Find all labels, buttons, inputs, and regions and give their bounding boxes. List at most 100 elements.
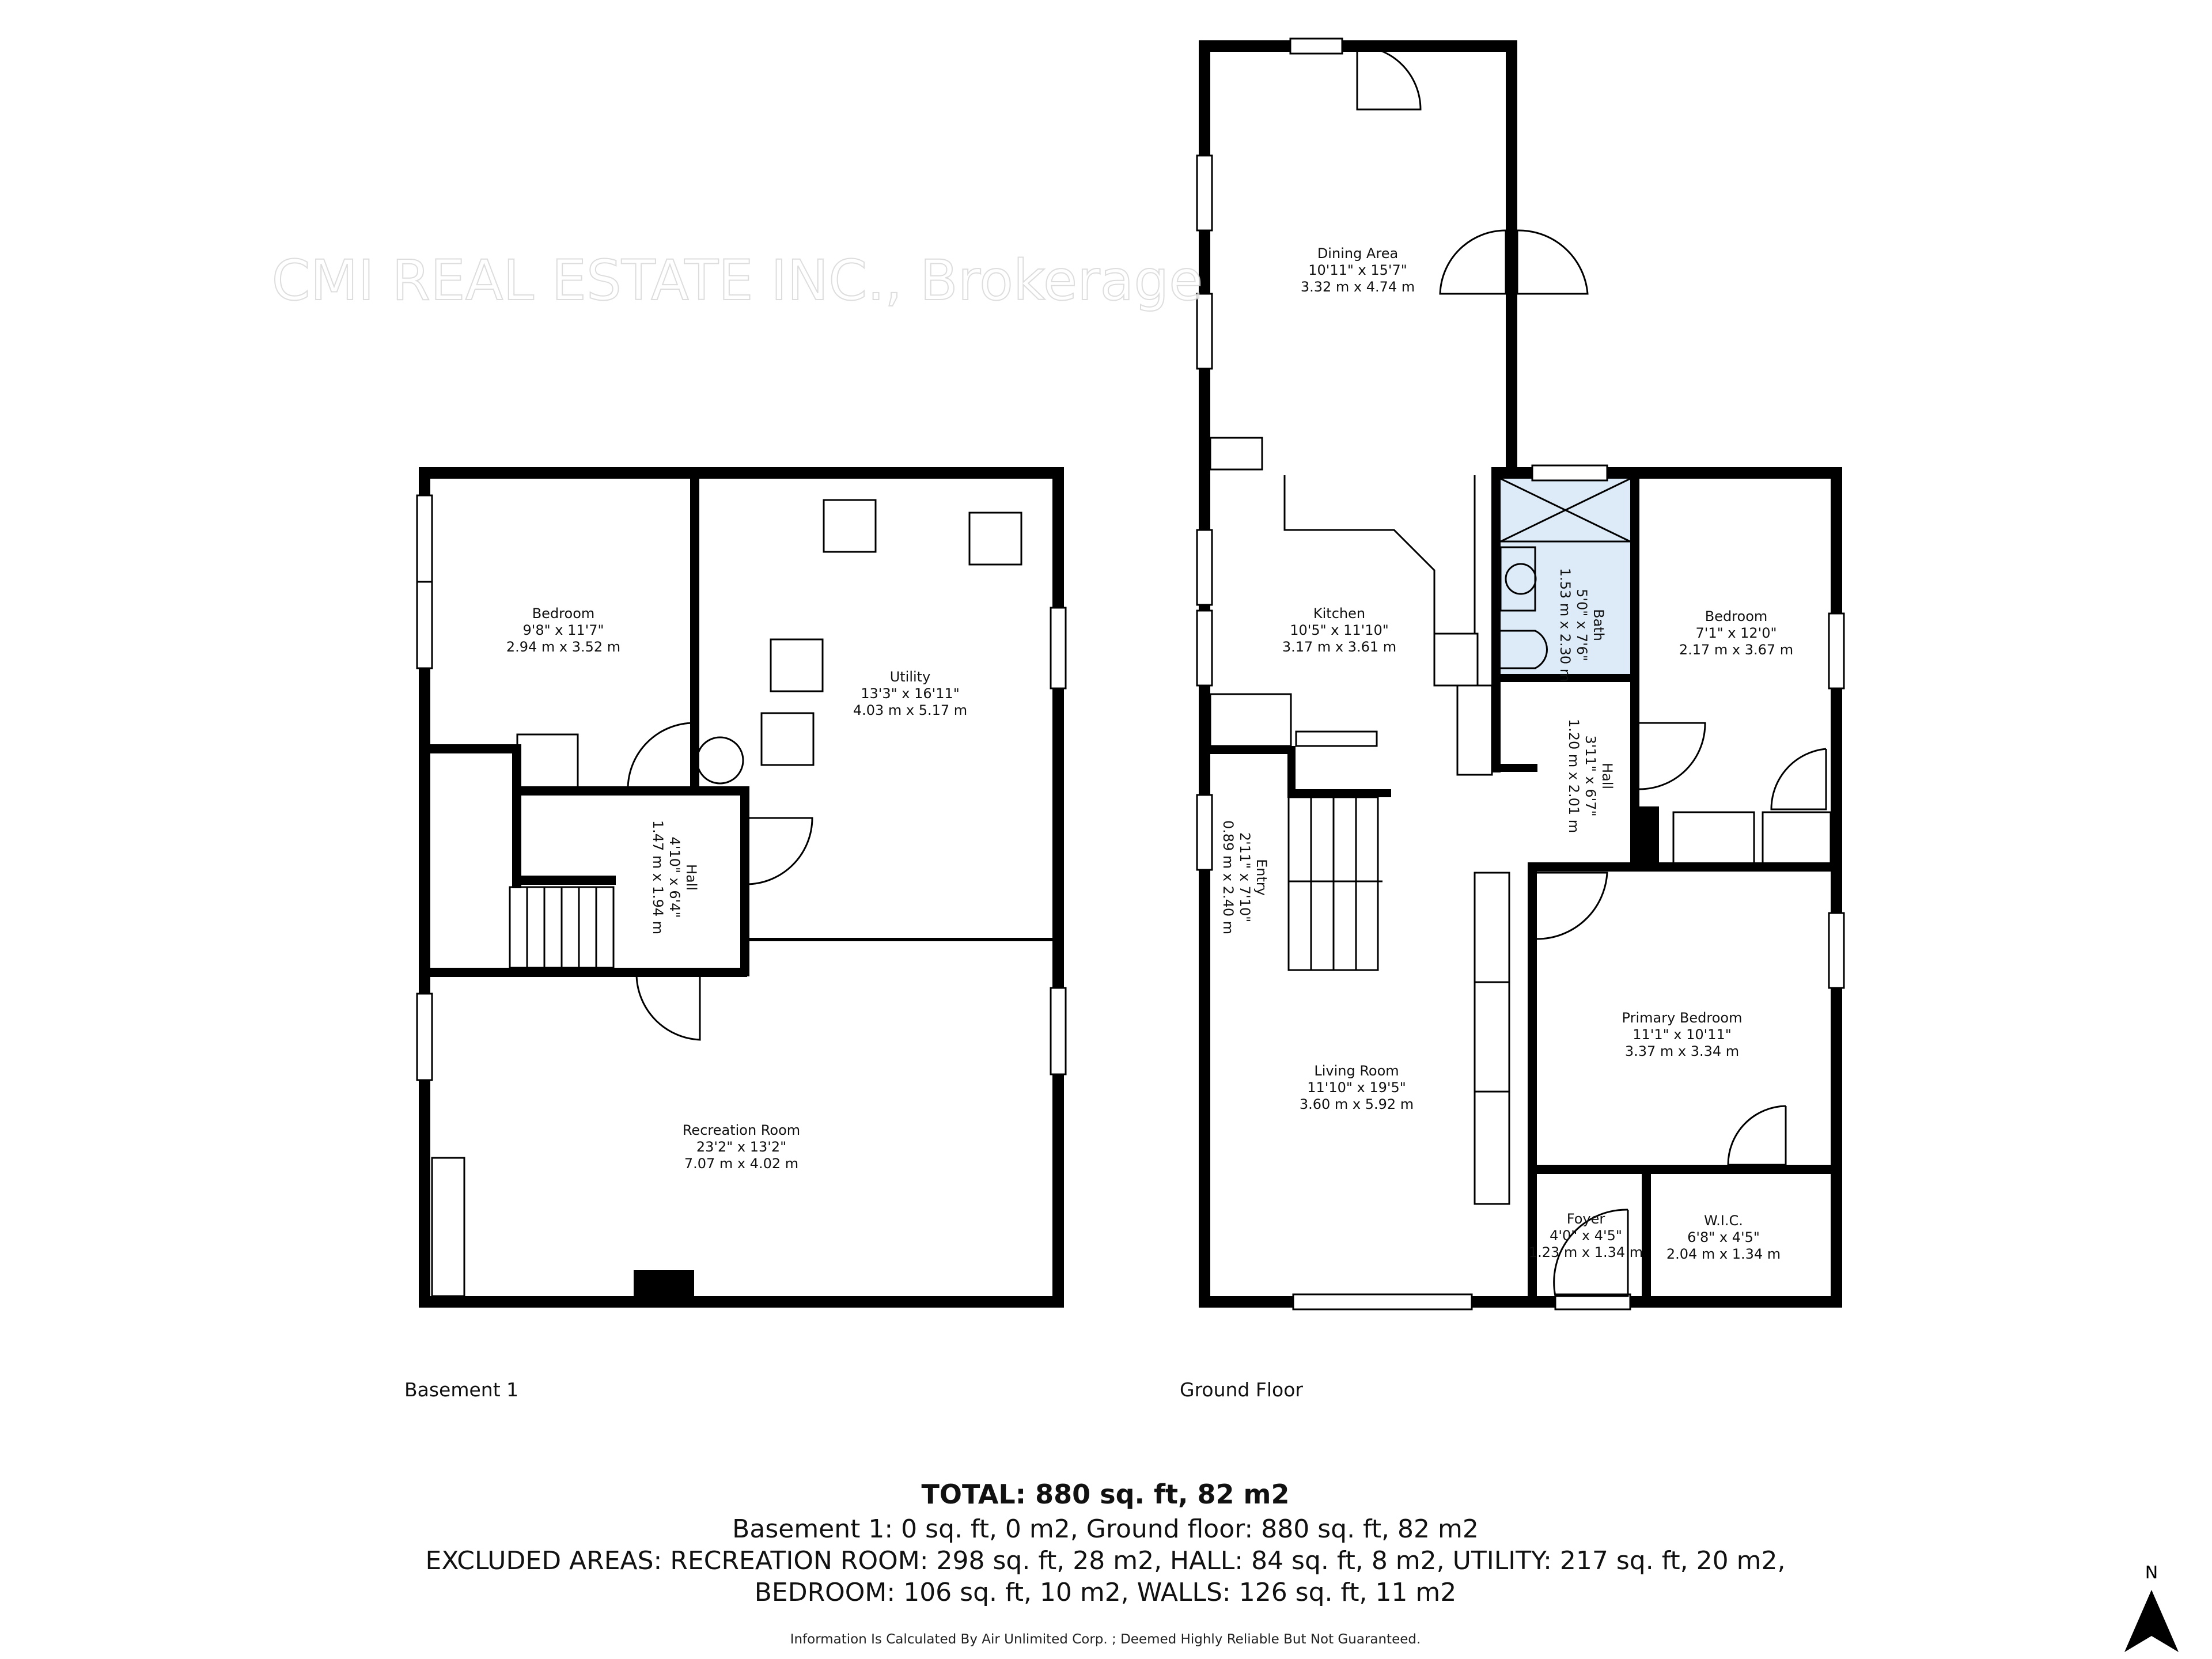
room-dimensions-imperial: 5'0" x 7'6" (1574, 589, 1590, 661)
room-dimensions-imperial: 11'10" x 19'5" (1307, 1080, 1406, 1096)
north-label: N (2145, 1563, 2158, 1583)
ground-wall (1287, 789, 1391, 797)
room-dimensions-imperial: 4'0" x 4'5" (1550, 1228, 1622, 1244)
stove (1433, 632, 1479, 687)
room-name: Living Room (1314, 1063, 1399, 1079)
basement-chimney (634, 1270, 694, 1298)
utility-fixture (770, 638, 824, 692)
recreation-fixture (431, 1157, 465, 1297)
closet (1672, 811, 1755, 865)
excluded-areas: EXCLUDED AREAS: RECREATION ROOM: 298 sq.… (426, 1546, 1786, 1575)
room-name: Kitchen (1313, 605, 1365, 622)
north-arrow: N (2124, 1563, 2179, 1652)
window (416, 993, 433, 1081)
ground-wall-right (1831, 467, 1842, 1308)
window (1196, 794, 1213, 871)
shower (1500, 478, 1631, 543)
laundry-sink (760, 712, 815, 766)
ground-wall (1630, 467, 1639, 870)
ground-floor-label: Ground Floor (1180, 1378, 1303, 1401)
ground-wall (1636, 806, 1659, 870)
double-door (1439, 229, 1589, 295)
ground-floor-plan: Dining Area 10'11" x 15'7" 3.32 m x 4.74… (1196, 37, 1845, 1310)
door (1727, 1105, 1787, 1166)
room-dimensions-metric: 3.32 m x 4.74 m (1301, 279, 1415, 295)
water-heater (696, 736, 744, 785)
closet (1762, 811, 1832, 865)
front-door (1553, 1209, 1629, 1297)
ground-wall (1199, 40, 1513, 52)
room-name: Dining Area (1317, 245, 1398, 262)
room-name: Bedroom (1705, 608, 1768, 624)
door (627, 722, 695, 790)
window (1050, 987, 1067, 1075)
ground-stairs (1287, 730, 1382, 971)
basement-wall-bottom (419, 1296, 1064, 1308)
basement-wall-left (419, 467, 430, 1308)
room-dimensions-metric: 1.23 m x 1.34 m (1529, 1244, 1643, 1260)
north-arrow-icon (2124, 1590, 2179, 1652)
room-dimensions-metric: 3.37 m x 3.34 m (1625, 1043, 1739, 1059)
room-dimensions-imperial: 13'3" x 16'11" (861, 685, 960, 702)
ground-wall (1528, 862, 1537, 1308)
basement-wall-top (419, 467, 1064, 479)
room-name: Bedroom (532, 605, 595, 622)
room-dimensions-metric: 3.17 m x 3.61 m (1282, 639, 1396, 655)
basement-wall (690, 467, 699, 790)
room-dimensions-imperial: 6'8" x 4'5" (1687, 1229, 1760, 1245)
room-name: Entry (1253, 859, 1270, 896)
room-dimensions-imperial: 10'5" x 11'10" (1290, 622, 1389, 638)
basement-wall (747, 938, 1064, 941)
basement-stairs (509, 886, 615, 969)
ground-wall (1287, 746, 1296, 798)
window (1050, 607, 1067, 690)
window (1828, 912, 1845, 989)
door (1770, 748, 1827, 810)
room-dimensions-imperial: 23'2" x 13'2" (696, 1139, 786, 1155)
ground-wall (1506, 40, 1517, 478)
floor-areas: Basement 1: 0 sq. ft, 0 m2, Ground floor… (732, 1514, 1479, 1544)
living-fixture (1474, 1090, 1510, 1205)
door (745, 817, 813, 885)
ground-wall (1491, 674, 1635, 682)
basement-fixture (516, 733, 579, 790)
room-name: Foyer (1567, 1211, 1605, 1227)
ground-wall (1528, 1165, 1842, 1174)
ground-wall (1642, 1165, 1651, 1308)
room-dimensions-imperial: 10'11" x 15'7" (1308, 262, 1407, 278)
window (1828, 612, 1845, 690)
room-dimensions-imperial: 7'1" x 12'0" (1695, 625, 1777, 641)
window (416, 494, 433, 583)
room-name: Bath (1590, 609, 1607, 641)
room-dimensions-metric: 7.07 m x 4.02 m (684, 1156, 798, 1172)
window (416, 581, 433, 669)
ground-wall (1491, 764, 1537, 772)
room-dimensions-imperial: 11'1" x 10'11" (1633, 1027, 1732, 1043)
window (1196, 293, 1213, 370)
door (1639, 722, 1706, 790)
basement-floor-label: Basement 1 (404, 1378, 518, 1401)
kitchen-fixture (1209, 437, 1263, 471)
ground-wall (1491, 467, 1501, 772)
room-dimensions-metric: 1.47 m x 1.94 m (650, 820, 666, 934)
room-dimensions-metric: 2.94 m x 3.52 m (506, 639, 620, 655)
watermark: CMI REAL ESTATE INC., Brokerage (272, 248, 1203, 313)
total-area: TOTAL: 880 sq. ft, 82 m2 (922, 1479, 1290, 1510)
room-dimensions-metric: 4.03 m x 5.17 m (853, 702, 967, 718)
basement-wall (740, 786, 749, 976)
room-name: Primary Bedroom (1622, 1010, 1743, 1026)
bath-floor (1501, 479, 1630, 674)
basement-wall (419, 968, 747, 977)
room-name: Utility (890, 669, 931, 685)
room-dimensions-metric: 0.89 m x 2.40 m (1220, 820, 1236, 934)
room-dimensions-metric: 2.17 m x 3.67 m (1679, 642, 1793, 658)
room-dimensions-imperial: 4'10" x 6'4" (666, 836, 683, 918)
room-name: Recreation Room (683, 1122, 800, 1138)
window (1196, 154, 1213, 232)
sink (1505, 563, 1537, 595)
room-dimensions-imperial: 9'8" x 11'7" (522, 622, 604, 638)
excluded-areas-continued: BEDROOM: 106 sq. ft, 10 m2, WALLS: 126 s… (755, 1578, 1457, 1607)
basement-wall (512, 744, 521, 888)
toilet (1501, 630, 1548, 669)
